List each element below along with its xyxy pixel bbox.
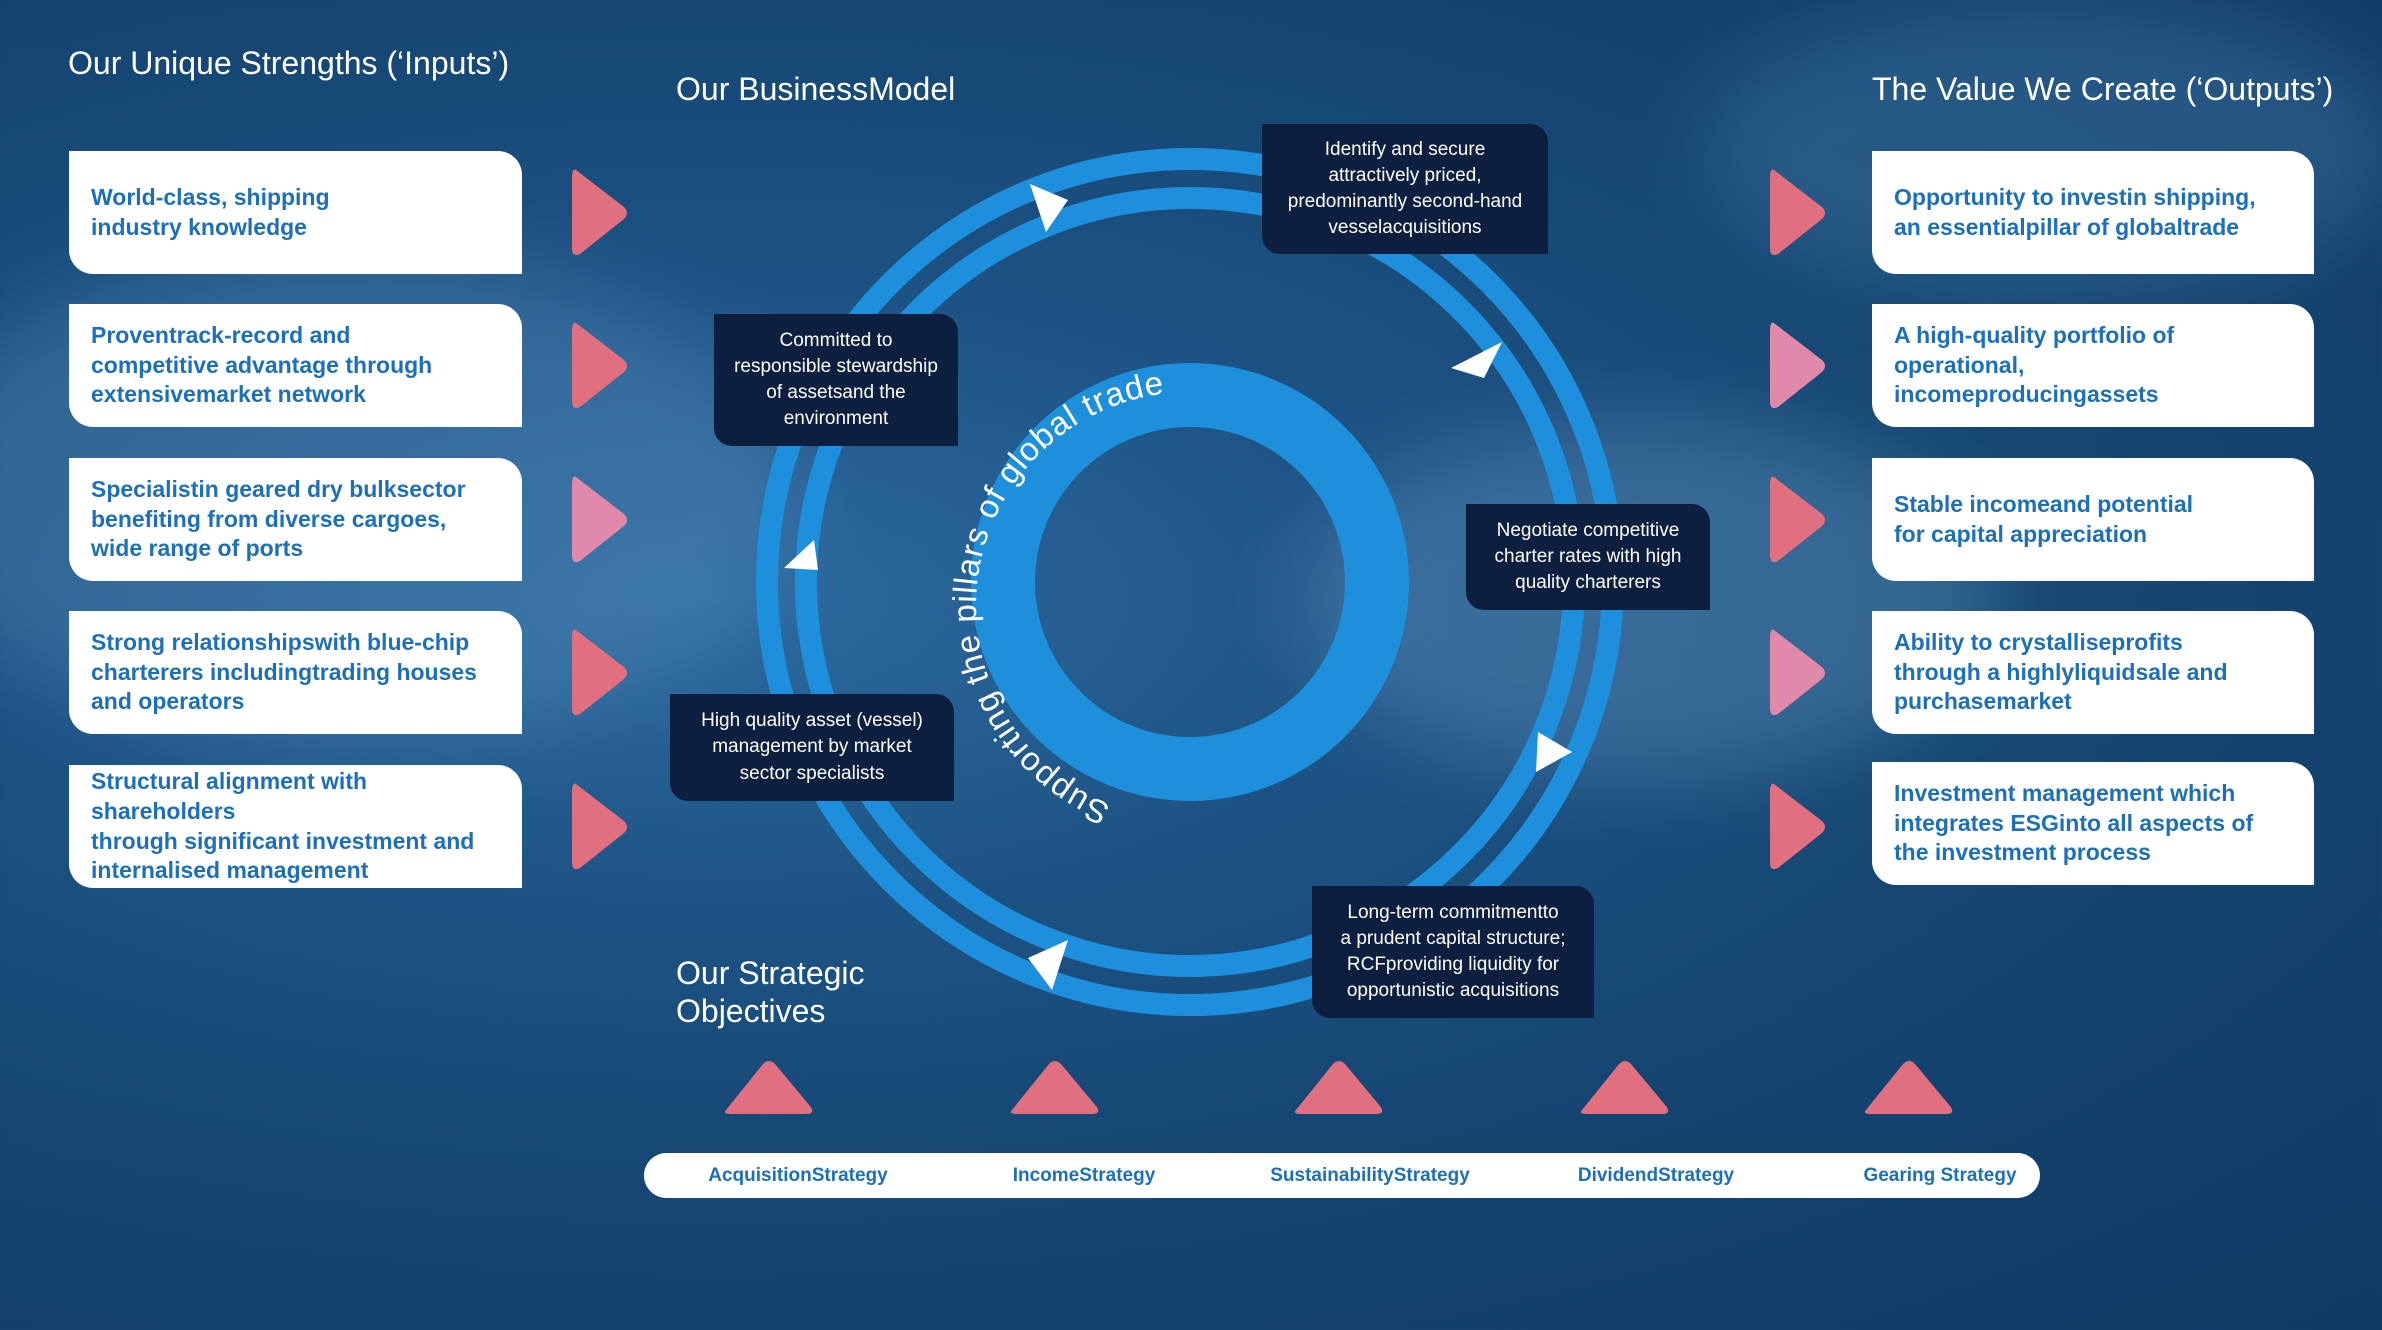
arrow-right-icon [1770,169,1825,256]
output-card: A high-quality portfolio of operational,… [1872,304,2314,427]
output-card: Stable incomeand potential for capital a… [1872,458,2314,581]
model-note-acquisitions: Identify and secure attractively priced,… [1262,124,1548,254]
flow-arrow-icon [1030,184,1068,232]
inner-ring [971,363,1409,801]
objectives-title: Our Strategic Objectives [676,955,865,1030]
arrow-right-icon [572,169,627,256]
arrow-right-icon [572,476,627,563]
arrow-up-icon [1864,1061,1953,1114]
flow-arrow-icon [1028,940,1068,990]
flow-arrow-icon [1451,342,1502,378]
model-note-capital-structure: Long-term commitmentto a prudent capital… [1312,886,1594,1018]
flow-arrow-icon [1536,732,1572,772]
arrow-right-icon [572,629,627,716]
objective-dividend: DividendStrategy [1577,1165,1735,1186]
arrow-up-icon [724,1061,813,1114]
outputs-title: The Value We Create (‘Outputs’) [1872,71,2334,107]
model-note-stewardship: Committed to responsible stewardship of … [714,314,958,446]
strategic-objectives-bar: AcquisitionStrategy IncomeStrategy Susta… [644,1153,2040,1198]
inputs-title: Our Unique Strengths (‘Inputs’) [68,45,510,81]
model-note-charter-rates: Negotiate competitive charter rates with… [1466,504,1710,610]
flow-arrow-icon [784,540,818,570]
arrow-right-icon [1770,629,1825,716]
objective-income: IncomeStrategy [1012,1165,1156,1186]
objective-sustainability: SustainabilityStrategy [1270,1165,1470,1186]
objective-acquisition: AcquisitionStrategy [708,1165,888,1186]
output-card: Investment management which integrates E… [1872,762,2314,885]
input-card: Structural alignment with shareholders t… [69,765,522,888]
arrow-right-icon [572,783,627,870]
output-card: Opportunity to investin shipping, an ess… [1872,151,2314,274]
arrow-right-icon [572,322,627,409]
arrow-right-icon [1770,476,1825,563]
arrow-up-icon [1294,1061,1383,1114]
input-card: Proventrack-record and competitive advan… [69,304,522,427]
input-card: Strong relationshipswith blue-chip chart… [69,611,522,734]
objective-gearing: Gearing Strategy [1863,1165,2017,1186]
business-model-title: Our BusinessModel [676,71,956,107]
arrow-right-icon [1770,783,1825,870]
input-card: Specialistin geared dry bulksector benef… [69,458,522,581]
arrow-up-icon [1580,1061,1669,1114]
input-card: World-class, shipping industry knowledge [69,151,522,274]
model-note-asset-management: High quality asset (vessel) management b… [670,694,954,801]
output-card: Ability to crystalliseprofits through a … [1872,611,2314,734]
arrow-right-icon [1770,322,1825,409]
arrow-up-icon [1010,1061,1099,1114]
